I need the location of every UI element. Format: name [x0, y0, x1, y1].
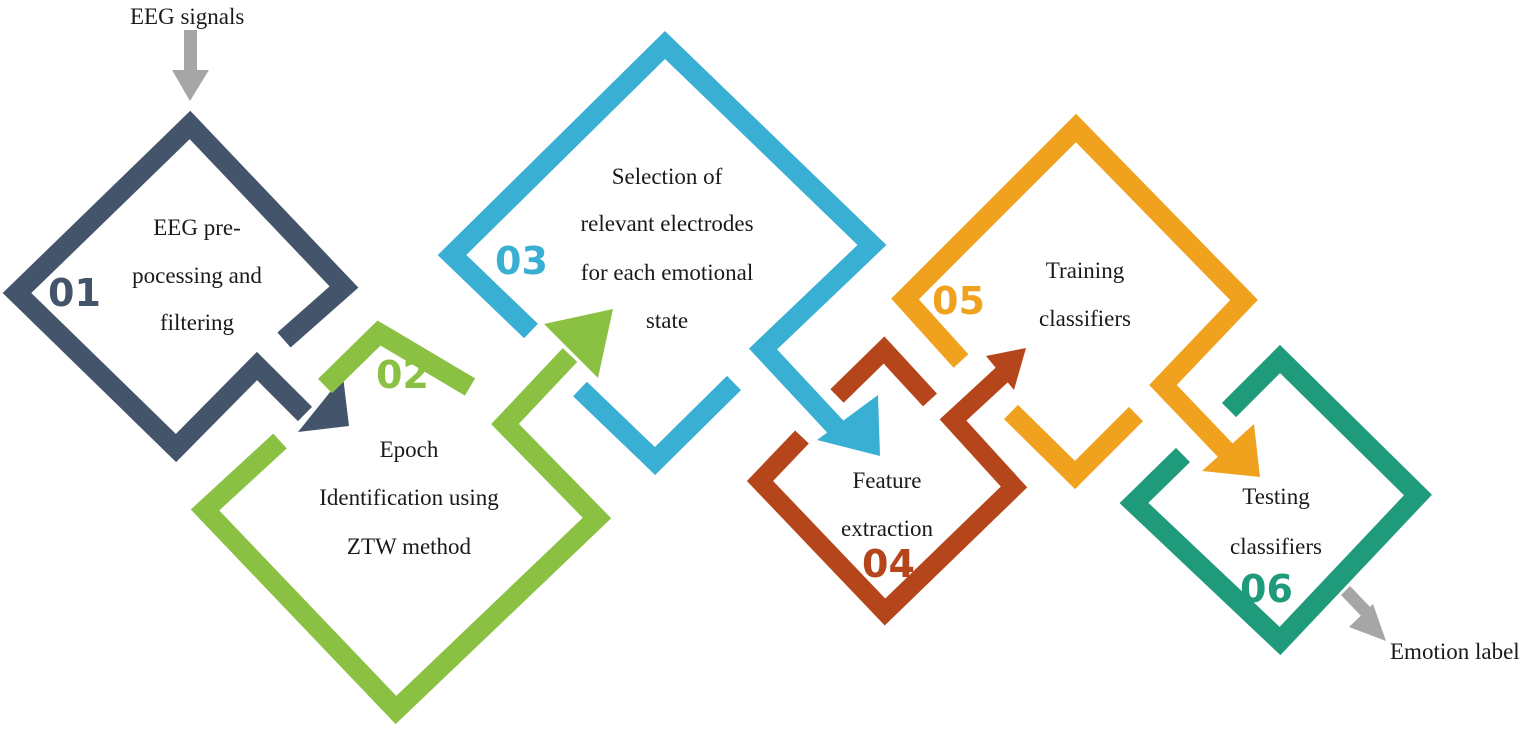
step-03-label-line-2: relevant electrodes — [580, 211, 754, 236]
step-01-label-line-1: EEG pre- — [153, 215, 241, 240]
step-04-label-line-2: extraction — [841, 516, 933, 541]
step-03-label-line-3: for each emotional — [580, 260, 754, 285]
step-02-shape — [190, 309, 613, 725]
step-04-shape — [746, 336, 1028, 626]
step-03-label-line-4: state — [645, 308, 689, 333]
step-04-label-line-1: Feature — [852, 468, 922, 493]
step-02-label-line-2: Identification using — [319, 485, 499, 510]
step-01-number: 01 — [48, 271, 101, 315]
step-02-label-line-1: Epoch — [379, 437, 439, 462]
step-01-shape — [2, 110, 359, 463]
step-05-shape — [891, 113, 1260, 490]
step-01-label-line-2: pocessing and — [132, 263, 262, 288]
step-04-number: 04 — [862, 542, 915, 586]
input-arrow — [172, 30, 209, 101]
step-06-number: 06 — [1240, 567, 1293, 611]
step-03-shape — [437, 31, 887, 475]
step-06-label-line-2: classifiers — [1230, 534, 1322, 559]
step-02-label-line-3: ZTW method — [346, 534, 472, 559]
step-06-label-line-1: Testing — [1242, 484, 1310, 509]
step-03-number: 03 — [495, 239, 548, 283]
input-label: EEG signals — [130, 4, 245, 29]
step-05-number: 05 — [932, 279, 985, 323]
step-03-label-line-1: Selection of — [611, 164, 723, 189]
step-06-shape — [1119, 344, 1432, 656]
step-01-label-line-3: filtering — [159, 310, 235, 335]
step-05-label-line-1: Training — [1045, 258, 1125, 283]
step-05-label-line-2: classifiers — [1039, 306, 1131, 331]
step-02-number: 02 — [376, 353, 429, 397]
output-arrow — [1341, 586, 1386, 641]
output-label: Emotion label — [1390, 639, 1520, 664]
